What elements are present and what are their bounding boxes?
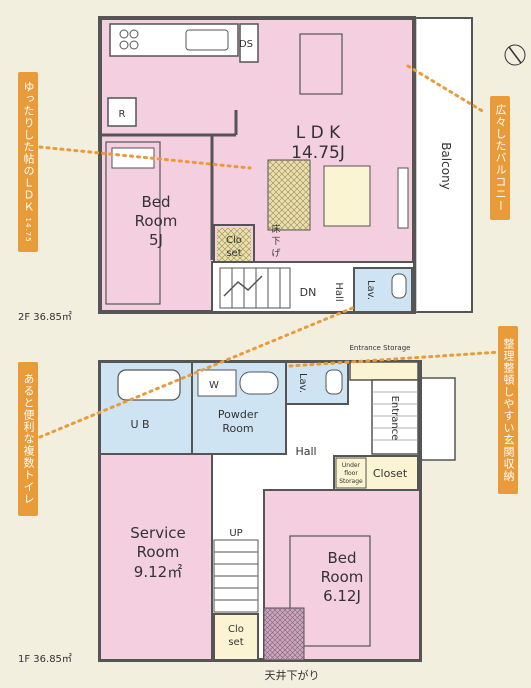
rug [323, 165, 371, 227]
floor-storage-2: 下 [271, 237, 280, 247]
lav-2f-label: Lav. [365, 280, 376, 300]
ds-label: DS [239, 39, 253, 50]
balcony-label: Balcony [439, 142, 453, 190]
callout-ldk-text: ゆったりした帖のＬＤＫ [22, 81, 35, 214]
dn-label: DN [300, 286, 317, 299]
bed-1f-label-1: Bed [327, 549, 356, 567]
dining-table [299, 33, 343, 95]
up-label: UP [229, 528, 242, 539]
closet-1f-label: Closet [373, 467, 408, 480]
floor1-area: 1F 36.85㎡ [18, 654, 72, 665]
service-room-label-1: Service [130, 524, 185, 542]
ldk-size: 14.75J [291, 143, 345, 163]
underfloor-label-3: Storage [339, 478, 363, 485]
bed-2f-name-1: Bed [141, 193, 170, 211]
callout-toilets: あると便利な複数トイレ [18, 362, 38, 516]
ceiling-note: 天井下がり [265, 668, 320, 682]
ub-label: U B [130, 418, 149, 431]
balcony [411, 17, 473, 313]
stairs-1f [213, 539, 259, 613]
service-room [99, 453, 213, 661]
bed-1f-label-2: Room [321, 568, 364, 586]
sofa [267, 159, 311, 231]
hall-1f-label: Hall [295, 445, 316, 458]
bed-1f-size: 6.12J [323, 587, 361, 605]
entrance-storage [349, 361, 419, 381]
underfloor-label-2: floor [344, 470, 358, 477]
ldk-label: L D K [296, 123, 341, 143]
fridge [107, 97, 137, 127]
duct-space [239, 23, 259, 63]
callout-ldk: ゆったりした帖のＬＤＫ 14.75 [18, 72, 38, 252]
powder-label-2: Room [222, 422, 253, 435]
floor-storage-1: 床 [271, 223, 280, 235]
bed-2f-size: 5J [149, 231, 163, 249]
entrance-label: Entrance [389, 396, 400, 441]
closet-2f-label-2: set [226, 248, 241, 259]
compass-icon [504, 44, 526, 66]
bed-2f [105, 141, 161, 305]
lav-1f-label: Lav. [297, 373, 308, 393]
callout-ldk-num: 14.75 [24, 217, 32, 243]
closet-small-label-1: Clo [228, 624, 244, 635]
service-room-label-2: Room [137, 543, 180, 561]
closet-2f-label-1: Clo [226, 235, 242, 246]
kitchen-counter [109, 23, 239, 57]
floor2-area: 2F 36.85㎡ [18, 312, 72, 323]
underfloor-label-1: Under [342, 462, 361, 469]
service-room-size: 9.12㎡ [134, 563, 182, 581]
callout-balcony: 広々したバルコニー [490, 96, 510, 220]
floor-1 [98, 360, 456, 662]
closet-small-label-2: set [228, 637, 243, 648]
stairs-2f [219, 267, 291, 309]
entrance-storage-label: Entrance Storage [350, 344, 411, 352]
closet-small-1f [213, 613, 259, 661]
hall-2f-label: Hall [333, 282, 344, 301]
powder-label-1: Powder [218, 408, 259, 421]
floor-2 [98, 16, 473, 314]
w-label: W [209, 380, 219, 391]
fridge-label: R [119, 109, 126, 120]
callout-storage: 整理整頓しやすい玄関収納 [498, 326, 518, 494]
bed-2f-name-2: Room [135, 212, 178, 230]
floor-storage-3: げ [271, 248, 280, 259]
